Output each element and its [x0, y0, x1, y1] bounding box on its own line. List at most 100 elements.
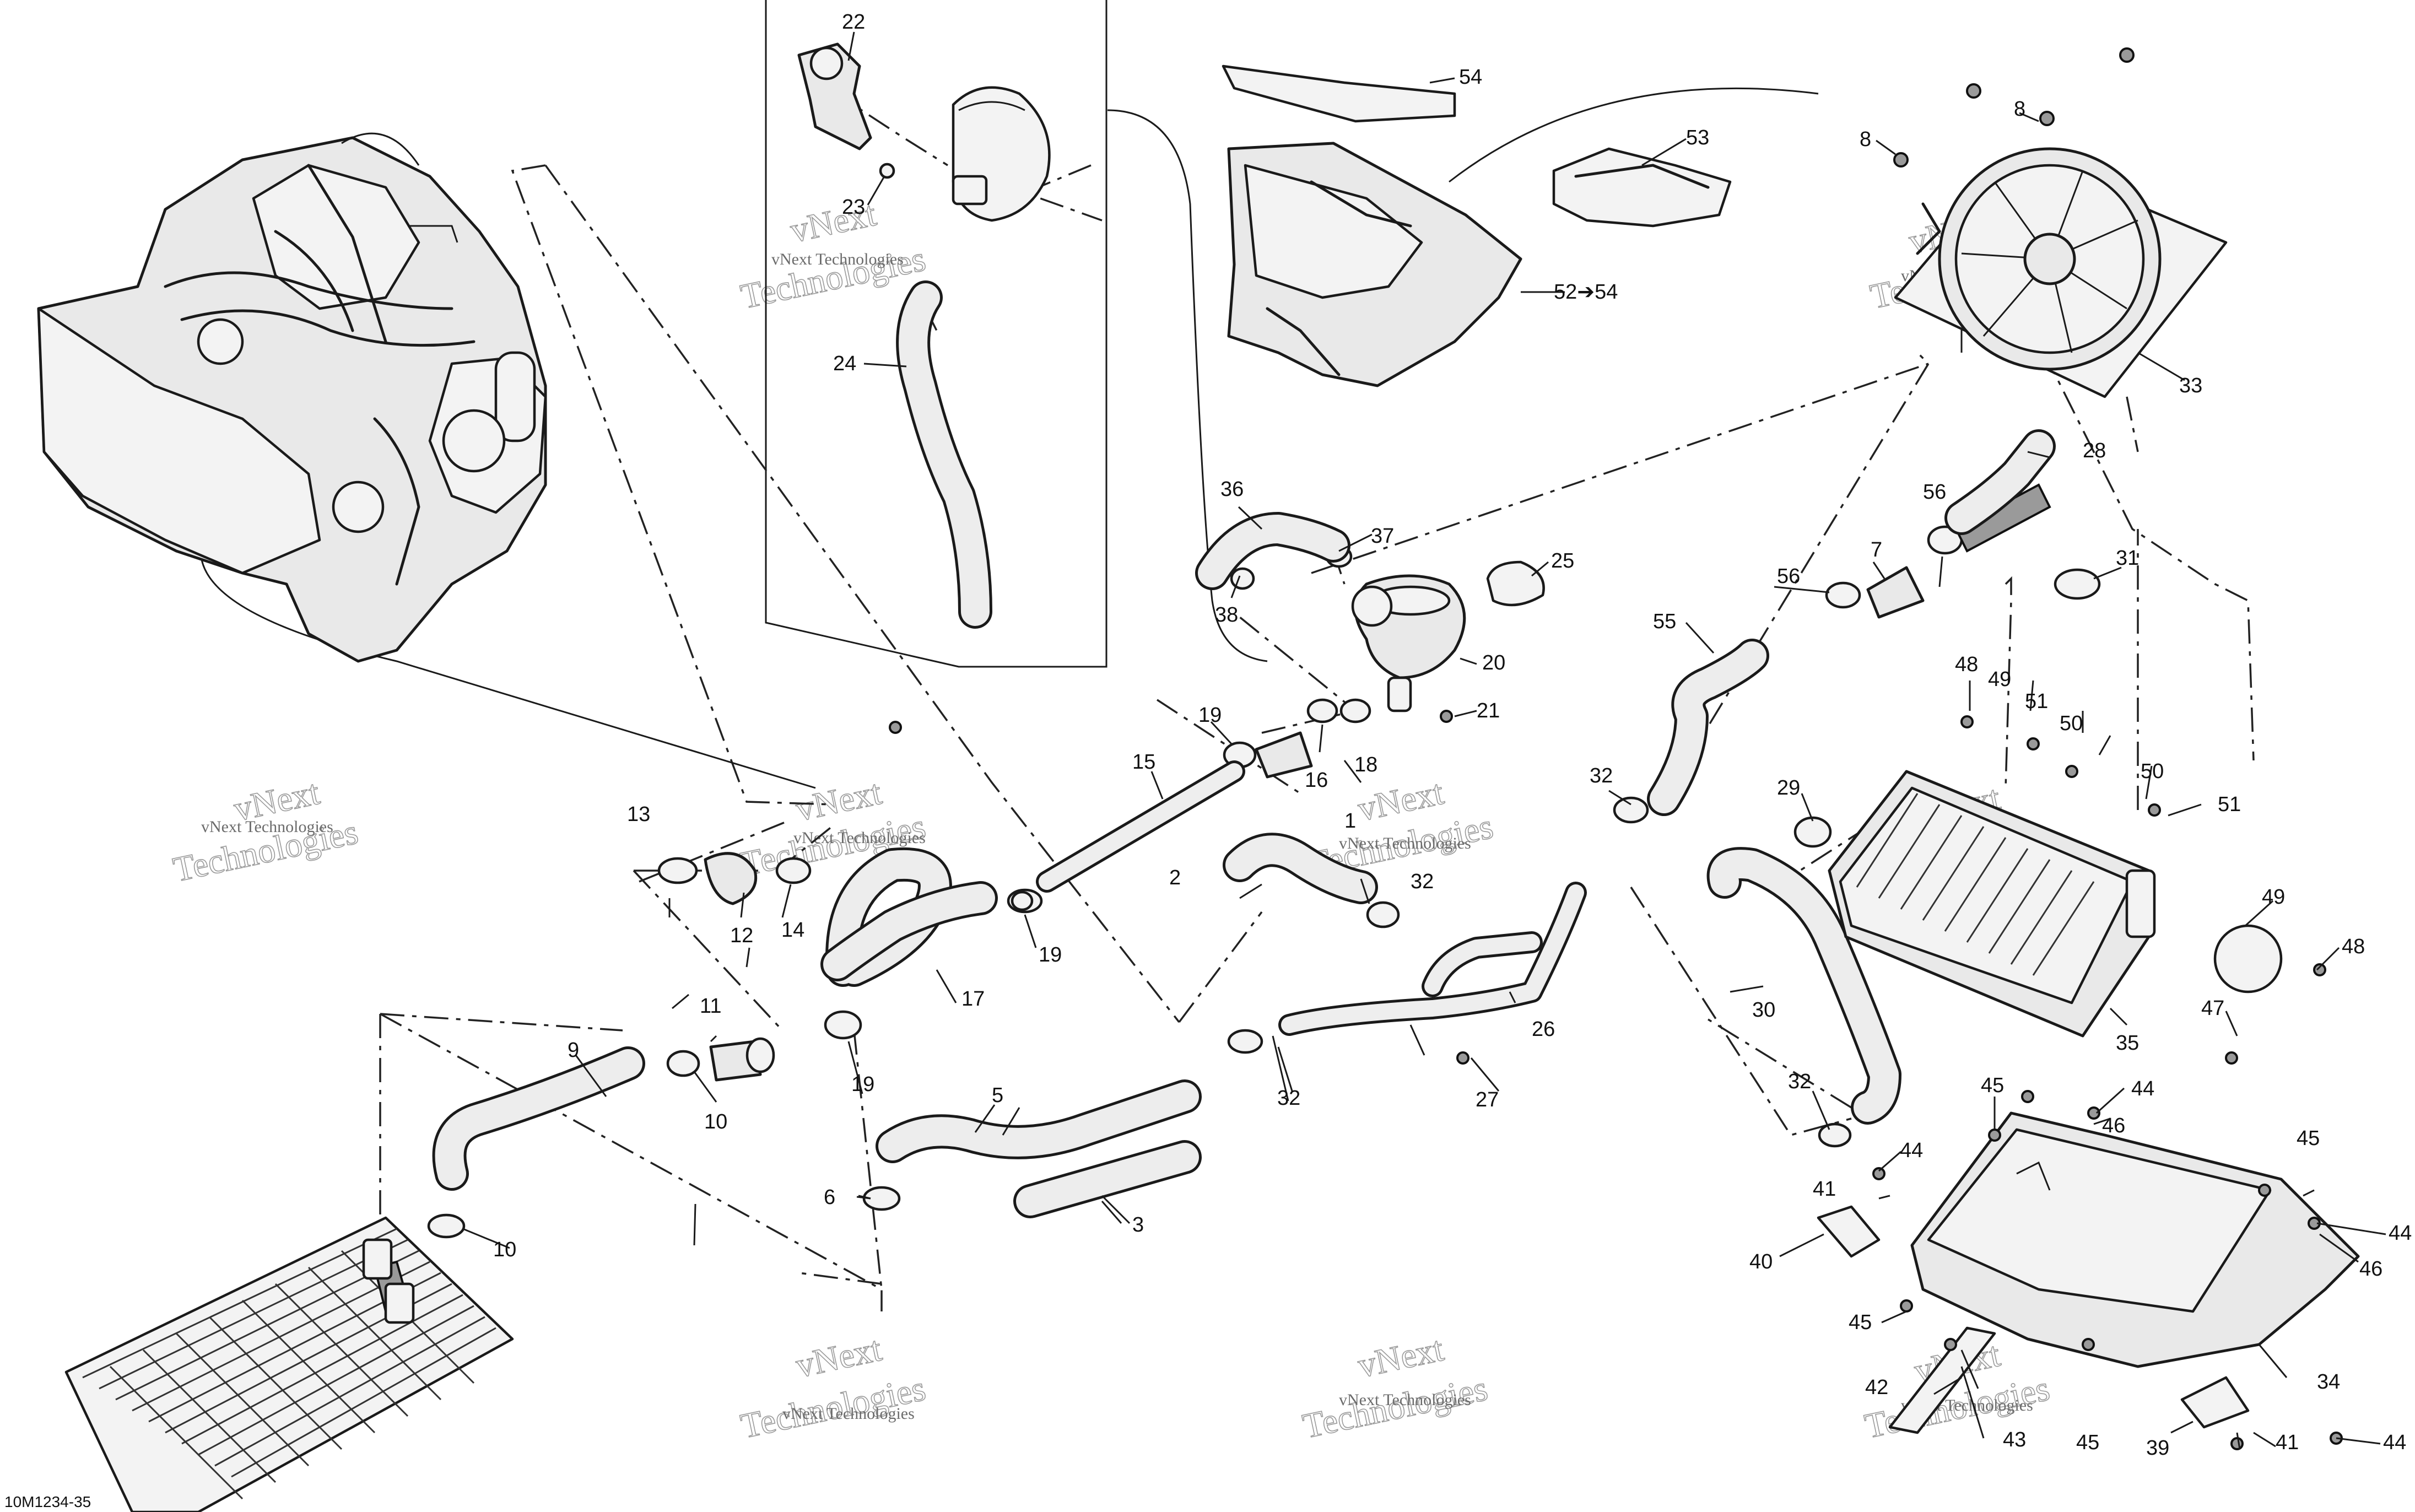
watermark-10: vNext Technologies vNext Technologies — [737, 1329, 929, 1446]
callout-9: 9 — [568, 1039, 579, 1062]
callout-17: 17 — [961, 987, 985, 1011]
callout-32-upper: 32 — [1590, 764, 1613, 787]
callout-13: 13 — [627, 803, 650, 826]
callout-41-bottom: 41 — [2276, 1431, 2299, 1454]
callout-22: 22 — [842, 10, 865, 34]
svg-text:vNext Technologies: vNext Technologies — [1339, 834, 1471, 852]
watermark-11: vNext Technologies vNext Technologies — [1299, 1329, 1491, 1446]
callout-44-top: 44 — [2131, 1077, 2154, 1100]
hoses — [432, 429, 2056, 1218]
coolant-reservoir — [1351, 560, 1545, 712]
callout-36: 36 — [1220, 478, 1244, 501]
leader-lines — [462, 31, 2386, 1450]
callout-48-right: 48 — [2342, 935, 2365, 958]
callout-6: 6 — [824, 1186, 835, 1209]
callout-32-lower: 32 — [1277, 1087, 1300, 1110]
callout-55: 55 — [1653, 610, 1676, 633]
callout-1: 1 — [1344, 809, 1356, 833]
callout-31: 31 — [2116, 547, 2139, 570]
callout-15: 15 — [1132, 750, 1155, 774]
callout-3: 3 — [1132, 1213, 1144, 1236]
callout-44-right: 44 — [2389, 1222, 2412, 1245]
callout-11: 11 — [700, 995, 721, 1018]
svg-text:vNext Technologies: vNext Technologies — [201, 818, 333, 836]
callout-26: 26 — [1532, 1018, 1555, 1041]
callout-20: 20 — [1482, 651, 1505, 674]
svg-text:vNext: vNext — [792, 1329, 885, 1385]
callout-35: 35 — [2116, 1032, 2139, 1055]
callout-28: 28 — [2083, 439, 2106, 462]
callout-21: 21 — [1477, 699, 1500, 722]
callout-27: 27 — [1476, 1088, 1499, 1111]
callout-8-left: 8 — [1860, 128, 1871, 151]
svg-text:vNext Technologies: vNext Technologies — [1339, 1391, 1471, 1409]
callout-33: 33 — [2179, 374, 2202, 397]
callout-51-top: 51 — [2025, 690, 2048, 713]
cooling-fan — [1893, 47, 2228, 398]
svg-text:vNext: vNext — [787, 194, 879, 250]
callout-52-54: 52➔54 — [1554, 280, 1618, 304]
air-ducts — [1222, 64, 1732, 387]
callout-44-bottom: 44 — [2383, 1431, 2406, 1454]
svg-text:vNext Technologies: vNext Technologies — [793, 829, 926, 847]
callout-56-left: 56 — [1777, 565, 1800, 588]
skid-plate — [1817, 1111, 2360, 1434]
callout-41-left: 41 — [1813, 1178, 1836, 1201]
callout-labels: 22 23 24 54 53 52➔54 8 8 33 36 37 38 25 … — [493, 10, 2412, 1460]
callout-49-top: 49 — [1988, 668, 2011, 691]
callout-25: 25 — [1551, 549, 1574, 573]
callout-32-middle: 32 — [1411, 870, 1434, 893]
callout-23: 23 — [842, 196, 865, 219]
callout-19-top: 19 — [1198, 704, 1222, 727]
svg-text:vNext Technologies: vNext Technologies — [782, 1405, 915, 1423]
callout-16: 16 — [1305, 769, 1328, 792]
callout-7: 7 — [1871, 538, 1882, 561]
callout-45-top: 45 — [1981, 1074, 2004, 1097]
callout-45-left: 45 — [1849, 1311, 1872, 1334]
callout-40: 40 — [1749, 1250, 1773, 1273]
callout-51-right: 51 — [2218, 793, 2241, 816]
callout-54: 54 — [1459, 66, 1482, 89]
callout-43: 43 — [2003, 1428, 2026, 1451]
callout-45-right: 45 — [2297, 1127, 2320, 1150]
callout-5: 5 — [992, 1084, 1003, 1107]
callout-19-middle: 19 — [1039, 943, 1062, 966]
side-radiator — [1828, 770, 2283, 1038]
callout-56-right: 56 — [1923, 480, 1946, 504]
reference-code: 10M1234-35 — [4, 1493, 91, 1510]
callout-38: 38 — [1215, 603, 1238, 627]
callout-49-right: 49 — [2262, 885, 2285, 909]
callout-10-lower: 10 — [493, 1238, 516, 1261]
callout-44-left: 44 — [1900, 1139, 1923, 1162]
callout-19-lower: 19 — [851, 1073, 874, 1096]
callout-34: 34 — [2317, 1370, 2340, 1394]
fasteners — [889, 710, 2343, 1450]
engine-assembly — [37, 132, 547, 663]
inset-parts — [797, 42, 1051, 629]
watermark-5: vNext Technologies vNext Technologies — [169, 772, 361, 890]
callout-30: 30 — [1752, 998, 1775, 1022]
callout-24: 24 — [833, 352, 856, 375]
callout-32-right: 32 — [1788, 1070, 1811, 1093]
callout-46-right: 46 — [2359, 1257, 2382, 1281]
callout-14: 14 — [781, 919, 804, 942]
inset-frame — [765, 0, 1107, 668]
clamps-and-fittings — [427, 483, 2101, 1239]
callout-48-top: 48 — [1955, 653, 1978, 676]
callout-29: 29 — [1777, 776, 1800, 800]
callout-45-bottom: 45 — [2076, 1431, 2099, 1454]
callout-8-right: 8 — [2014, 98, 2025, 121]
callout-2: 2 — [1169, 866, 1181, 889]
callout-47: 47 — [2201, 997, 2224, 1020]
callout-46-top: 46 — [2102, 1114, 2125, 1137]
callout-50-right: 50 — [2141, 760, 2164, 783]
front-radiator — [64, 1216, 514, 1512]
callout-50-top: 50 — [2060, 712, 2083, 735]
callout-42: 42 — [1865, 1376, 1888, 1399]
callout-12: 12 — [730, 924, 753, 947]
callout-10-upper: 10 — [704, 1110, 727, 1133]
callout-37: 37 — [1371, 525, 1394, 548]
callout-39: 39 — [2146, 1437, 2169, 1460]
callout-53: 53 — [1686, 126, 1709, 149]
